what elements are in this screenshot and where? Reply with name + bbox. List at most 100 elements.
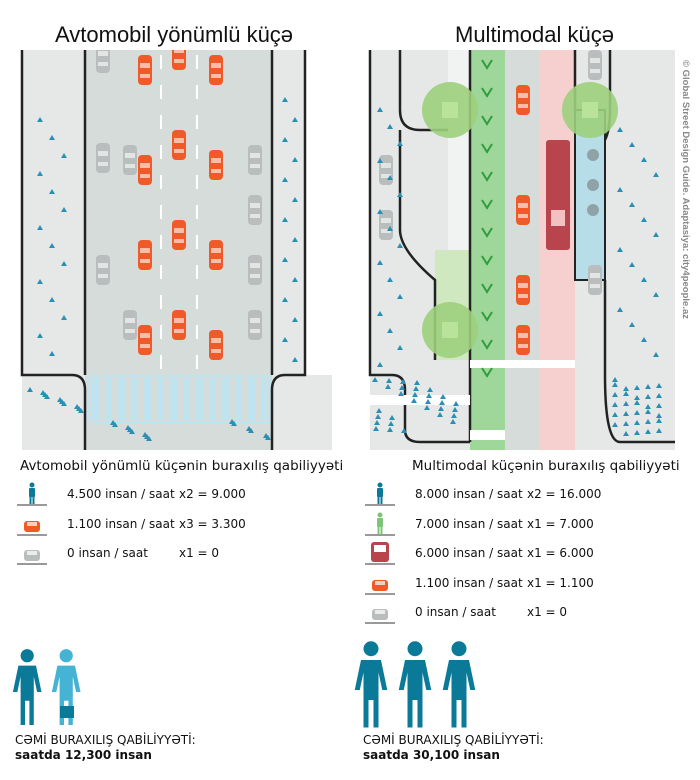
moving-car xyxy=(516,85,530,115)
shrub-icon xyxy=(37,225,43,230)
cyclist-icon xyxy=(481,339,493,350)
person-icon xyxy=(354,641,388,728)
cyclist-icon xyxy=(481,115,493,126)
right-title: Multimodal küçə xyxy=(455,22,614,47)
moving-car xyxy=(138,325,152,355)
crosswalk-stripe xyxy=(170,378,177,420)
parked-car xyxy=(123,145,137,175)
shrub-icon xyxy=(282,177,288,182)
shrub-icon xyxy=(375,414,381,419)
capacity-row: 7.000 insan / saat x1 = 7.000 xyxy=(365,512,594,536)
shrub-icon xyxy=(246,426,252,431)
shrub-icon xyxy=(397,243,403,248)
shrub-icon xyxy=(634,385,640,390)
cyclist-icon xyxy=(481,227,493,238)
moving-car xyxy=(516,275,530,305)
shrub-icon xyxy=(438,406,444,411)
shrub-icon xyxy=(398,391,404,396)
shrub-icon xyxy=(656,428,662,433)
moving-car xyxy=(209,240,223,270)
cyclist-icon xyxy=(365,512,395,536)
moving-car xyxy=(516,195,530,225)
crosswalk-stripe xyxy=(209,378,216,420)
cyclist-icon xyxy=(481,171,493,182)
shrub-icon xyxy=(617,247,623,252)
shrub-icon xyxy=(617,127,623,132)
bus-icon xyxy=(365,541,395,565)
calc-text: x1 = 7.000 xyxy=(527,516,594,531)
parked-car xyxy=(96,143,110,173)
shrub-icon xyxy=(401,428,407,433)
shrub-icon xyxy=(634,430,640,435)
shrub-icon xyxy=(656,413,662,418)
person-icon xyxy=(12,649,42,725)
crosswalk-stripe xyxy=(261,378,268,420)
shrub-icon xyxy=(641,277,647,282)
calc-text: x1 = 0 xyxy=(527,605,568,619)
moving-car xyxy=(138,240,152,270)
shrub-icon xyxy=(623,386,629,391)
cyclist-icon xyxy=(481,87,493,98)
left-total-value: saatda 12,300 insan xyxy=(15,748,152,762)
parked-car xyxy=(588,50,602,80)
shrub-icon xyxy=(617,307,623,312)
right-people-figures xyxy=(354,641,476,728)
cyclist-icon xyxy=(481,143,493,154)
shrub-icon xyxy=(282,217,288,222)
shrub-icon xyxy=(645,409,651,414)
cyclist-icon xyxy=(481,311,493,322)
credit-text: © Global Street Design Guide. Adaptasiya… xyxy=(680,60,691,319)
parked-car xyxy=(248,195,262,225)
parked-car xyxy=(248,255,262,285)
shrub-icon xyxy=(612,392,618,397)
crosswalk-stripe xyxy=(183,378,190,420)
shrub-icon xyxy=(376,408,382,413)
shrub-icon xyxy=(292,357,298,362)
shrub-icon xyxy=(110,420,116,425)
crosswalk-stripe xyxy=(235,378,242,420)
shrub-icon xyxy=(125,425,131,430)
crosswalk-stripe xyxy=(222,378,229,420)
curb-right xyxy=(270,50,307,450)
shrub-icon xyxy=(634,410,640,415)
calc-text: x2 = 16.000 xyxy=(527,487,602,501)
shrub-icon xyxy=(49,297,55,302)
shrub-icon xyxy=(37,279,43,284)
shrub-icon xyxy=(377,362,383,367)
shrub-icon xyxy=(377,260,383,265)
shrub-icon xyxy=(40,390,46,395)
left-caption: Avtomobil yönümlü küçənin buraxılış qabi… xyxy=(20,458,344,474)
shrub-icon xyxy=(629,322,635,327)
shrub-icon xyxy=(386,378,392,383)
moving-car xyxy=(138,155,152,185)
shrub-icon xyxy=(282,257,288,262)
shrub-icon xyxy=(397,141,403,146)
cyclist-icon xyxy=(481,283,493,294)
shrub-icon xyxy=(229,419,235,424)
shrub-icon xyxy=(399,385,405,390)
shrub-icon xyxy=(653,352,659,357)
shrub-icon xyxy=(623,401,629,406)
shrub-icon xyxy=(61,207,67,212)
shrub-icon xyxy=(373,426,379,431)
shrub-icon xyxy=(634,395,640,400)
left-total-label: CƏMİ BURAXILIŞ QABİLİYYƏTİ: xyxy=(15,733,196,747)
shrub-icon xyxy=(374,420,380,425)
shrub-icon xyxy=(653,292,659,297)
shrub-icon xyxy=(397,294,403,299)
shrub-icon xyxy=(387,277,393,282)
shrub-icon xyxy=(645,404,651,409)
shrub-icon xyxy=(641,337,647,342)
right-total-value: saatda 30,100 insan xyxy=(363,748,500,762)
rate-text: 1.100 insan / saat xyxy=(67,516,175,531)
bus xyxy=(546,140,570,250)
crosswalk-stripe xyxy=(118,378,125,420)
parked-car xyxy=(379,155,393,185)
rate-text: 6.000 insan / saat xyxy=(415,546,523,560)
parked-car xyxy=(123,310,137,340)
left-title: Avtomobil yönümlü küçə xyxy=(55,22,294,47)
crosswalk-median xyxy=(448,50,470,250)
rate-text: 7.000 insan / saat xyxy=(415,516,523,531)
